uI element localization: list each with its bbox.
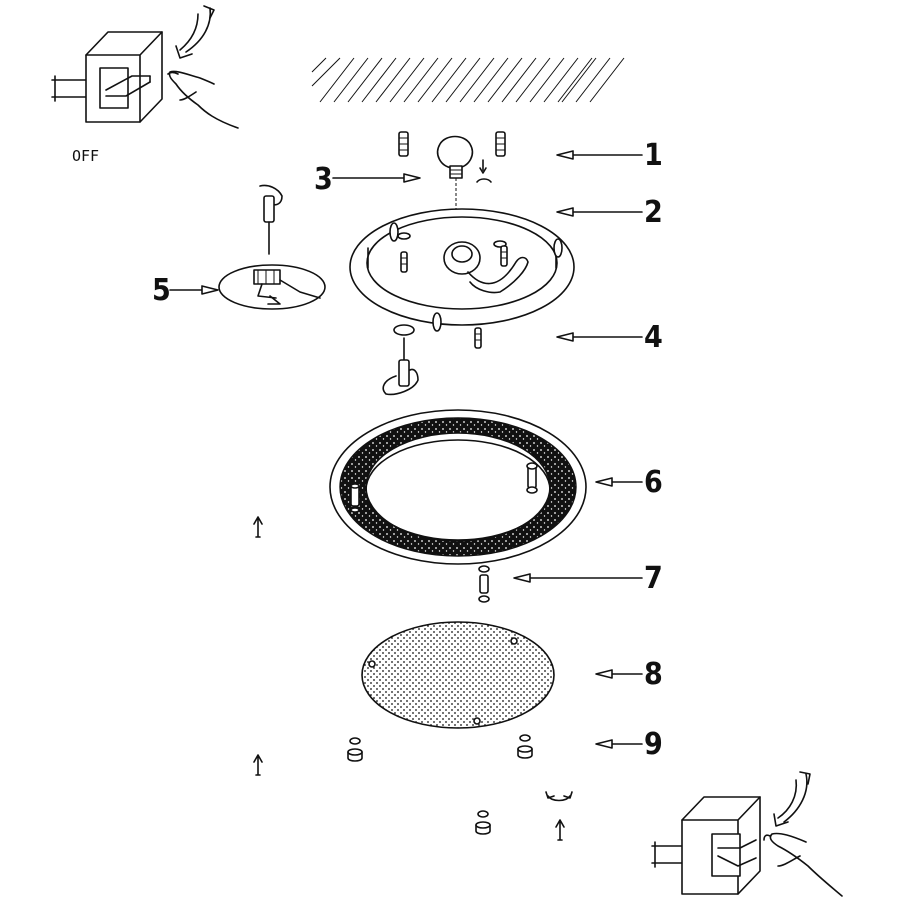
screw-left [400, 251, 408, 273]
small-screw-icon [476, 159, 492, 183]
callout-3: 3 [314, 162, 333, 197]
up-arrow-icon [253, 516, 263, 538]
callout-5: 5 [152, 273, 171, 308]
leader-arrows [169, 150, 643, 749]
leader-8 [595, 669, 643, 679]
screwdriver-upper-icon [259, 184, 283, 255]
leader-5 [169, 285, 219, 295]
ceiling-base-plate [349, 208, 575, 332]
rotate-small-icon [545, 791, 573, 802]
callout-9: 9 [644, 727, 663, 762]
hand-icon [763, 832, 843, 897]
callout-1: 1 [644, 138, 663, 173]
screw-right [500, 245, 508, 267]
leader-6 [595, 477, 643, 487]
callout-2: 2 [644, 195, 663, 230]
light-bulb [436, 135, 474, 246]
leader-9 [595, 739, 643, 749]
hand-icon [167, 70, 239, 129]
wall-switch-off [51, 31, 163, 123]
up-arrow-icon [253, 754, 263, 776]
leader-3 [332, 173, 421, 183]
callout-8: 8 [644, 657, 663, 692]
callout-6: 6 [644, 465, 663, 500]
callout-4: 4 [644, 320, 663, 355]
screw-anchor-right [495, 131, 506, 157]
diffuser-panel [361, 621, 555, 729]
wall-switch-on [651, 796, 761, 895]
knob-bottom [475, 810, 491, 835]
leader-7 [513, 573, 643, 583]
leader-4 [556, 332, 643, 342]
callout-7: 7 [644, 561, 663, 596]
terminal-block-detail [218, 264, 326, 310]
knob-right [517, 734, 533, 759]
screw-anchor-left [398, 131, 409, 157]
ceiling-hatch [311, 57, 625, 103]
screwdriver-lower-icon [382, 324, 419, 396]
leader-1 [556, 150, 643, 160]
decorative-ring [329, 409, 587, 565]
spacer-bolt [478, 565, 490, 603]
rotate-arrow-icon [773, 771, 811, 827]
screw-bottom [474, 327, 482, 349]
leader-2 [556, 207, 643, 217]
off-label: OFF [72, 147, 99, 165]
up-arrow-icon [555, 819, 565, 841]
knob-left [347, 737, 363, 762]
rotate-arrow-icon [175, 5, 215, 59]
